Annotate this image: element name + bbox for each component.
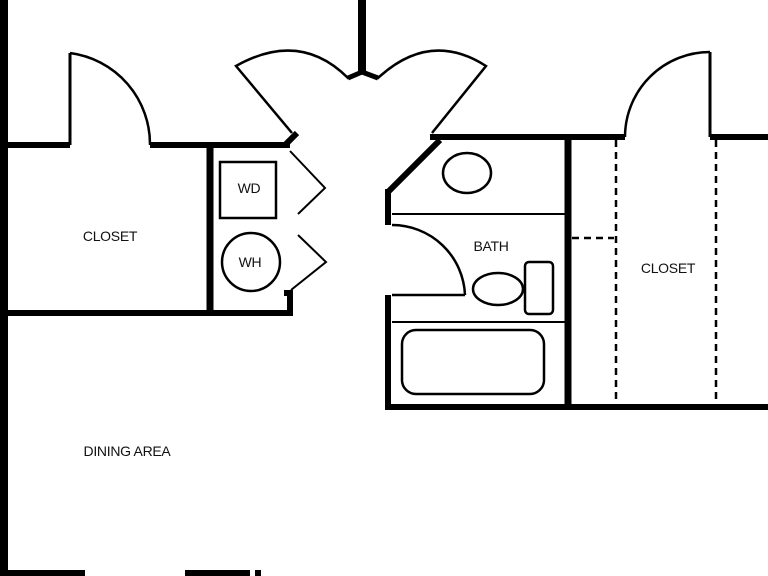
double-doors bbox=[234, 49, 488, 134]
laundry-bifold-door-top bbox=[289, 150, 327, 215]
left-closet bbox=[0, 51, 290, 316]
laundry-nook bbox=[218, 130, 328, 316]
label-closet-left: CLOSET bbox=[83, 228, 138, 244]
double-door-right bbox=[361, 49, 488, 134]
closet-right-door-swing bbox=[623, 50, 711, 138]
toilet-tank bbox=[523, 260, 555, 316]
bathtub bbox=[400, 328, 546, 396]
right-closet bbox=[572, 50, 768, 404]
washer-dryer bbox=[218, 160, 278, 220]
closet-left-door-swing bbox=[69, 51, 152, 146]
sink bbox=[441, 151, 493, 195]
bath-angled-wall bbox=[385, 137, 443, 195]
label-water-heater: WH bbox=[239, 254, 262, 270]
bath-door-swing bbox=[391, 223, 467, 296]
double-door-left bbox=[234, 49, 363, 134]
laundry-corner-top bbox=[282, 130, 300, 148]
label-washer-dryer: WD bbox=[238, 180, 261, 196]
laundry-bifold-door-bottom bbox=[290, 234, 328, 291]
bathroom bbox=[385, 134, 768, 410]
outer-walls bbox=[0, 0, 366, 576]
water-heater bbox=[220, 231, 282, 293]
toilet-bowl bbox=[471, 271, 525, 307]
label-bath: BATH bbox=[473, 238, 508, 254]
label-closet-right: CLOSET bbox=[641, 260, 696, 276]
label-dining-area: DINING AREA bbox=[84, 443, 172, 459]
